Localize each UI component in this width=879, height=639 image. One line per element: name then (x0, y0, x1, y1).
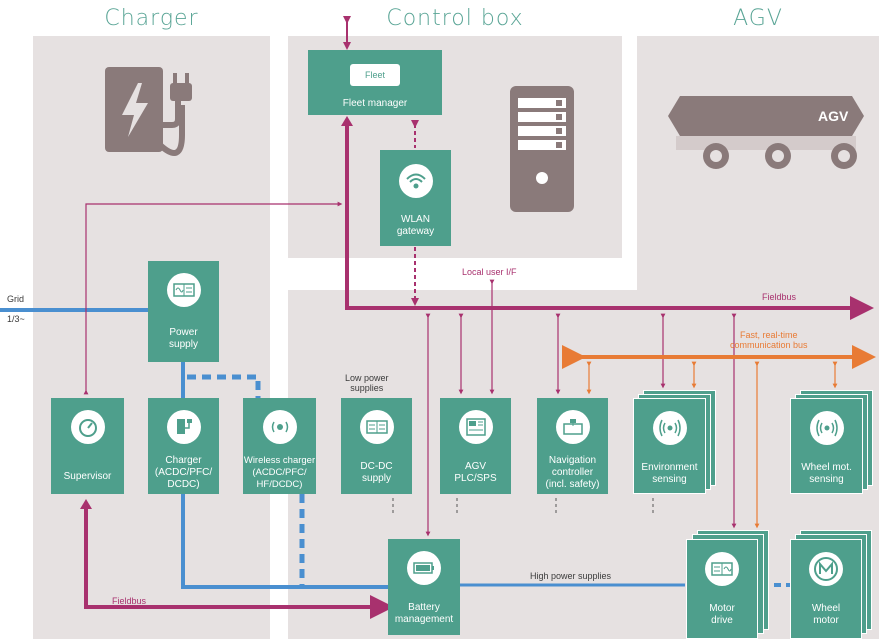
grid-label: Grid (7, 294, 25, 304)
supervisor-label: Supervisor (63, 471, 112, 482)
fleet-manager-block: Fleet Fleet manager (308, 50, 442, 115)
wheel-motor-block: Wheel motor (790, 539, 862, 639)
navigation-icon (555, 410, 590, 444)
motor-drive-label: Motor drive (709, 603, 735, 626)
fieldbus-top-label: Fieldbus (762, 292, 797, 302)
control-box-title: Control box (386, 6, 524, 31)
grid-phase-label: 1/3~ (7, 314, 25, 324)
wifi-icon (398, 164, 433, 198)
local-user-if-label: Local user I/F (462, 267, 517, 277)
navigation-controller-block: Navigation controller (incl. safety) (537, 398, 608, 494)
fleet-badge: Fleet (350, 64, 400, 86)
dcdc-supply-label: DC-DC supply (360, 461, 393, 484)
fast-bus-label: Fast, real-time communication bus (730, 330, 808, 350)
fieldbus-bottom-label: Fieldbus (112, 596, 147, 606)
server-icon (510, 86, 574, 212)
wireless-charger-block: Wireless charger (ACDC/PFC/ HF/DCDC) (243, 398, 316, 494)
ac-dc-icon (166, 273, 201, 307)
wheel-mot-sensing-label: Wheel mot. sensing (801, 462, 852, 485)
agv-plc-label: AGV PLC/SPS (454, 461, 497, 484)
agv-plc-block: AGV PLC/SPS (440, 398, 511, 494)
sensor-waves-icon (652, 411, 687, 445)
environment-sensing-label: Environment sensing (641, 462, 698, 485)
supervisor-block: Supervisor (51, 398, 124, 494)
fleet-manager-label: Fleet manager (342, 98, 408, 109)
battery-management-label: Battery management (394, 602, 454, 625)
navigation-controller-label: Navigation controller (incl. safety) (545, 455, 600, 490)
dcdc-supply-block: DC-DC supply (341, 398, 412, 494)
wheel-motor-label: Wheel motor (811, 603, 841, 626)
power-supply-label: Power supply (169, 327, 198, 350)
low-power-label: Low power supplies (345, 373, 389, 393)
dcdc-icon (359, 410, 394, 444)
charger-title: Charger (104, 6, 199, 31)
motor-drive-icon (705, 552, 739, 586)
battery-management-block: Battery management (388, 539, 460, 635)
agv-vehicle-icon (668, 96, 864, 169)
wlan-gateway-block: WLAN gateway (380, 150, 451, 246)
wlan-gateway-label: WLAN gateway (396, 214, 435, 237)
charger-plug-icon (105, 67, 192, 156)
plc-icon (458, 410, 493, 444)
wheel-mot-sensing-block: Wheel mot. sensing (790, 398, 863, 494)
environment-sensing-block: Environment sensing (633, 398, 706, 494)
agv-title: AGV (733, 6, 783, 31)
charger-label: Charger (ACDC/PFC/ DCDC) (154, 455, 213, 490)
agv-badge: AGV (818, 108, 849, 124)
wireless-power-icon (262, 410, 297, 444)
charger-block: Charger (ACDC/PFC/ DCDC) (148, 398, 219, 494)
gauge-icon (70, 410, 105, 444)
high-power-label: High power supplies (530, 571, 612, 581)
motor-drive-block: Motor drive (686, 539, 758, 639)
charger-plug-small-icon (166, 410, 201, 444)
motor-m-icon (809, 552, 843, 586)
sensor-waves-icon (809, 411, 844, 445)
wireless-charger-label: Wireless charger (ACDC/PFC/ HF/DCDC) (243, 455, 316, 490)
battery-icon (407, 551, 441, 585)
power-supply-block: Power supply (148, 261, 219, 362)
